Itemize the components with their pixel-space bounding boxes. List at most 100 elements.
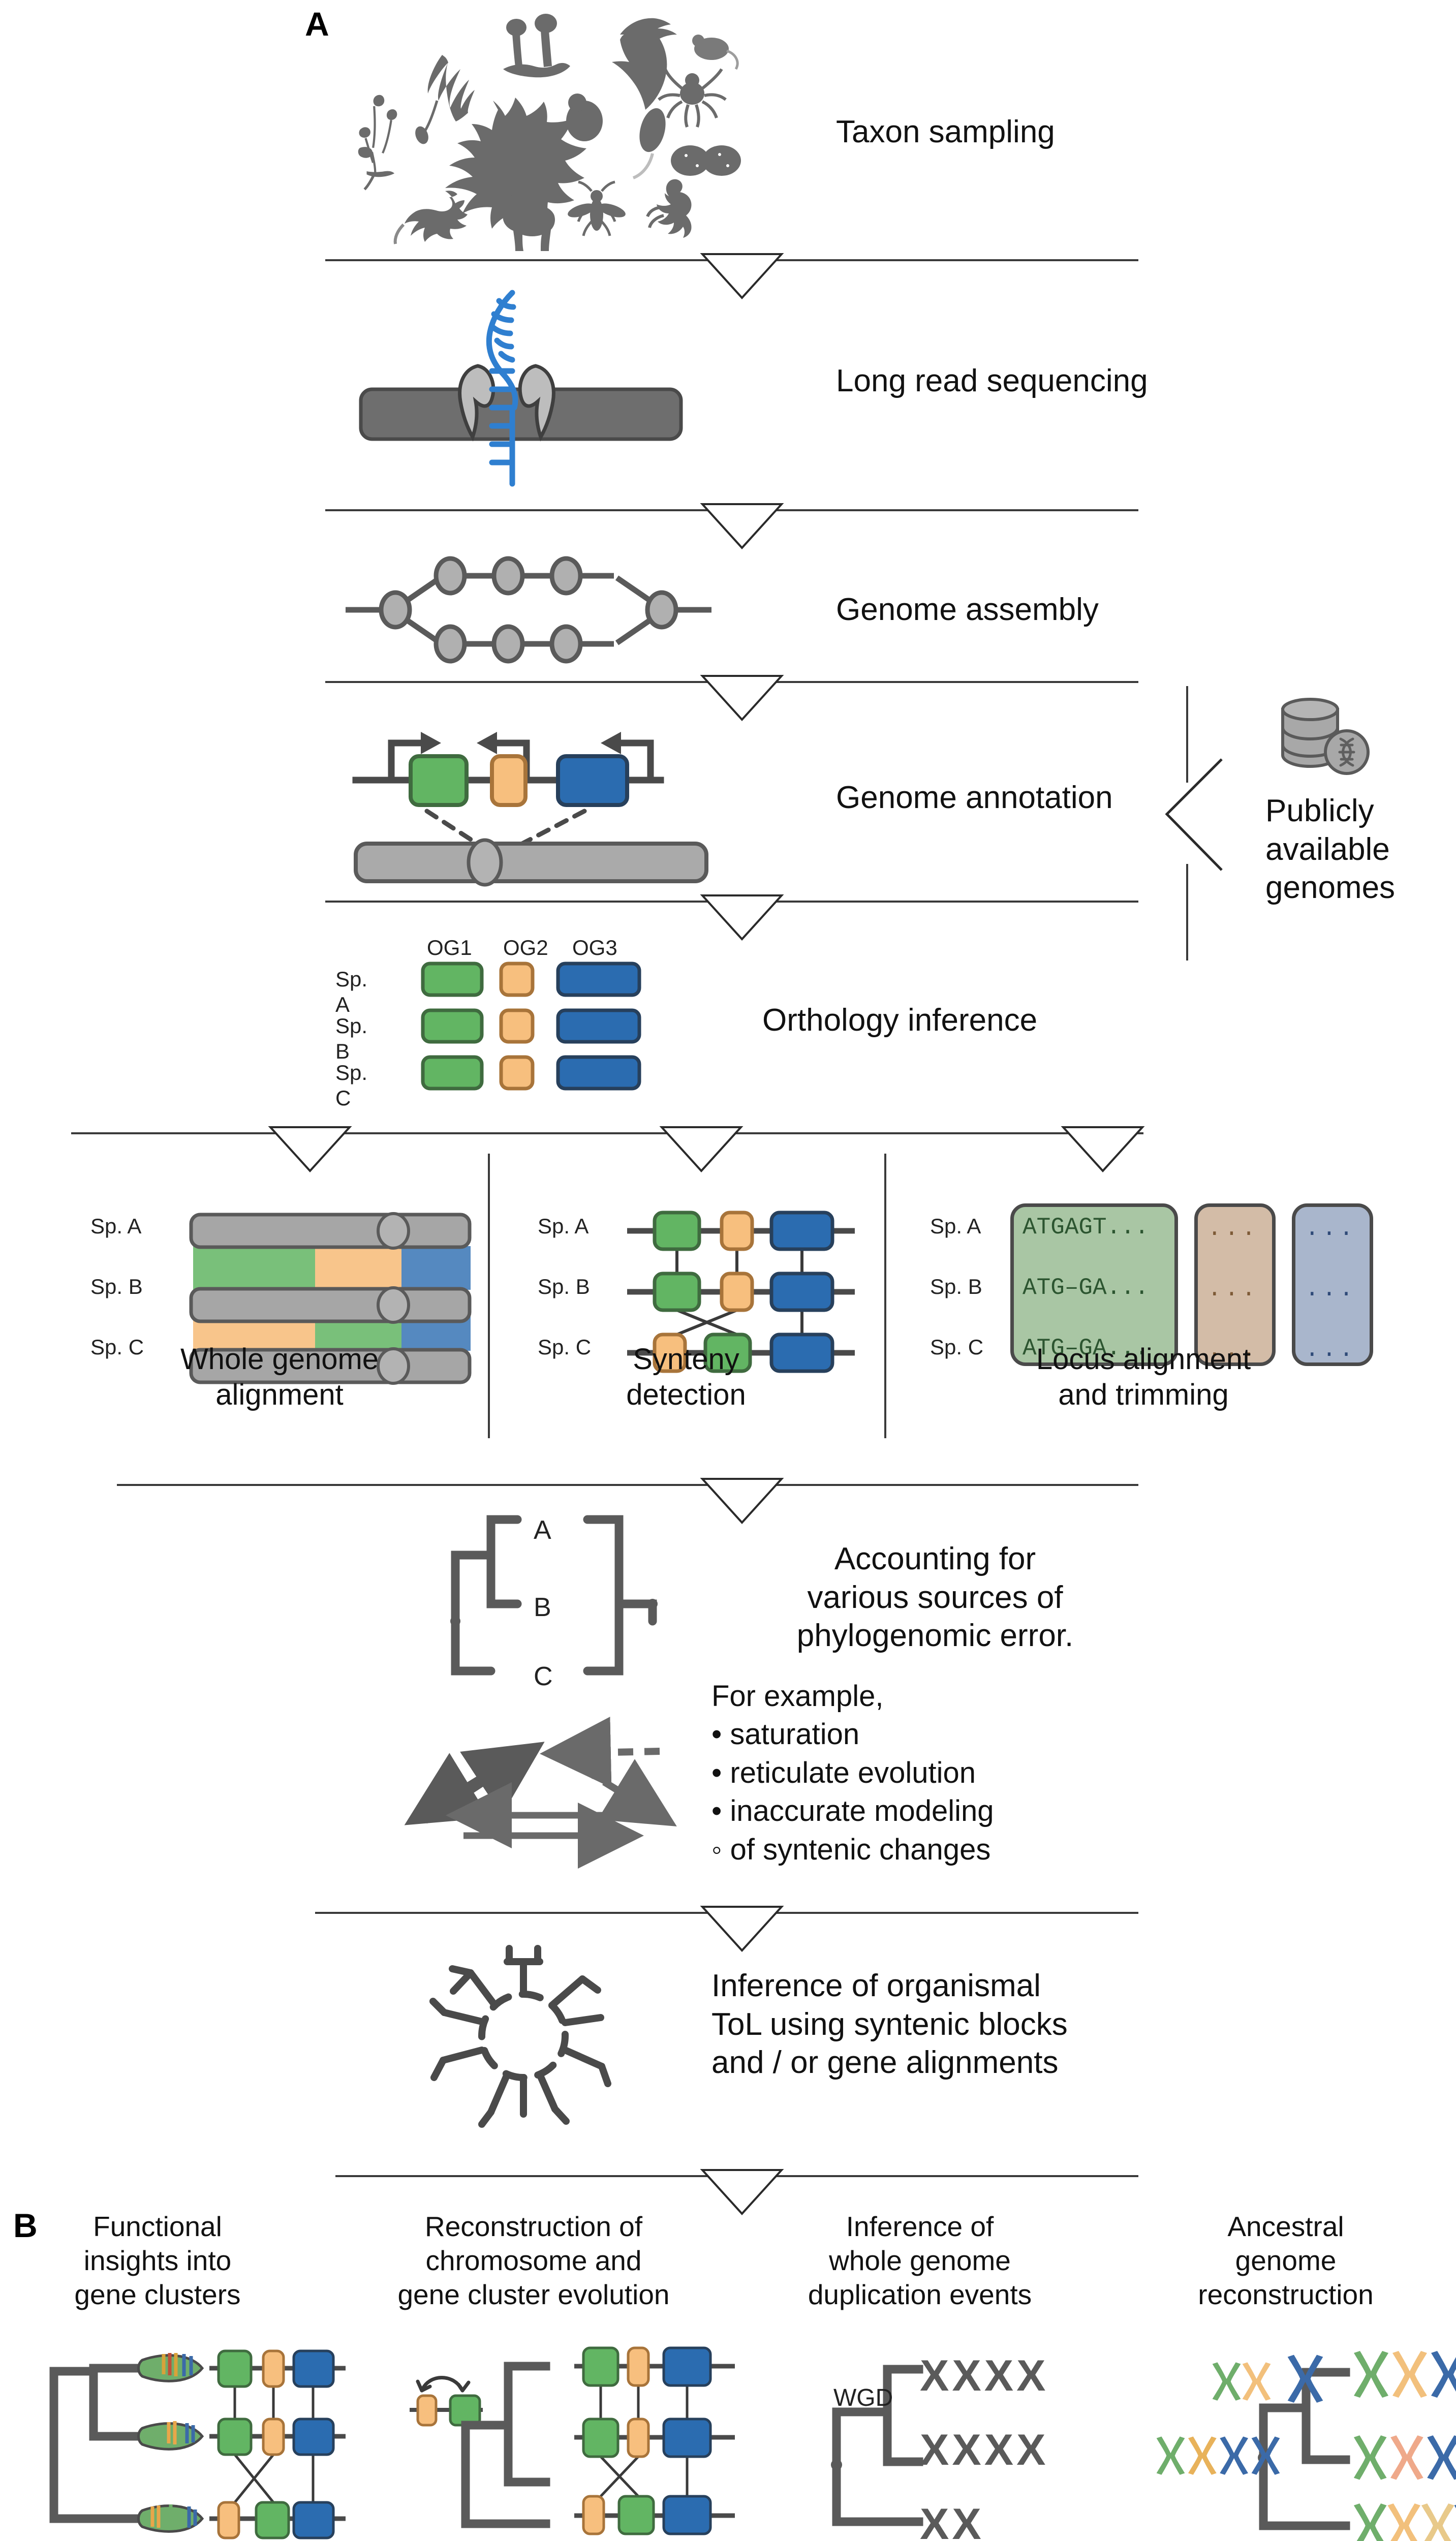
- panelb-3-line-2: whole genome: [829, 2245, 1011, 2277]
- column-separator-1: [488, 1154, 490, 1438]
- panelb-2-line-3: gene cluster evolution: [397, 2279, 670, 2311]
- panelb-4-line-2: genome: [1235, 2245, 1337, 2277]
- tol-line-2: ToL using syntenic blocks: [711, 2006, 1068, 2042]
- error-heading: Accounting for various sources of phylog…: [717, 1540, 1154, 1655]
- tol-line-1: Inference of organismal: [711, 1968, 1041, 2003]
- og-row-label-2: Sp. B: [335, 1014, 368, 1064]
- wgd-annotation-label: WGD: [833, 2384, 893, 2411]
- og-column-header-2: OG2: [503, 936, 548, 959]
- flow-chevron-4: [700, 892, 784, 941]
- taxon-sampling-illustration: [335, 10, 741, 251]
- flow-chevron-5b: [659, 1124, 744, 1173]
- locus-dots-tan-1: ...: [1207, 1216, 1259, 1242]
- error-examples-list: For example, • saturation • reticulate e…: [711, 1677, 994, 1869]
- error-heading-line-1: Accounting for: [834, 1541, 1036, 1576]
- error-bullet-4: ◦ of syntenic changes: [711, 1833, 991, 1866]
- flow-chevron-5a: [268, 1124, 352, 1173]
- tree-tip-label-c: C: [534, 1662, 553, 1691]
- error-bullet-1: • saturation: [711, 1718, 860, 1751]
- step-label-genome-annotation: Genome annotation: [836, 780, 1113, 815]
- wga-row-label-3: Sp. C: [90, 1335, 144, 1359]
- synteny-caption-line-2: detection: [626, 1378, 746, 1411]
- og-row-label-1: Sp. A: [335, 967, 368, 1017]
- locus-dots-blue-2: ...: [1305, 1276, 1356, 1303]
- public-genomes-arrow-icon: [1164, 756, 1225, 873]
- synteny-caption: Synteny detection: [513, 1342, 859, 1412]
- locus-row-label-2: Sp. B: [930, 1275, 982, 1298]
- synteny-row-label-1: Sp. A: [538, 1214, 589, 1238]
- flow-chevron-6: [700, 1476, 784, 1525]
- locus-sequence-1: ATGAGT...: [1023, 1214, 1149, 1241]
- flow-divider-5: [71, 1132, 1143, 1134]
- panelb-1-line-2: insights into: [83, 2245, 232, 2277]
- locus-caption: Locus alignment and trimming: [910, 1342, 1377, 1412]
- step-label-taxon-sampling: Taxon sampling: [836, 114, 1055, 149]
- panelb-4-line-1: Ancestral: [1227, 2211, 1344, 2242]
- locus-sequence-3: ATG–GA...: [1023, 1335, 1149, 1361]
- error-examples-intro: For example,: [711, 1680, 884, 1713]
- long-read-sequencing-illustration: [351, 290, 706, 488]
- panelb-2-line-1: Reconstruction of: [425, 2211, 642, 2242]
- panelb-caption-functional-insights: Functional insights into gene clusters: [20, 2210, 295, 2312]
- panel-b-letter: B: [13, 2207, 38, 2244]
- public-genomes-line-2: available: [1265, 831, 1390, 867]
- wga-caption-line-2: alignment: [215, 1378, 344, 1411]
- column-separator-2: [884, 1154, 886, 1438]
- locus-dots-tan-2: ...: [1207, 1276, 1259, 1303]
- synteny-row-label-2: Sp. B: [538, 1275, 590, 1298]
- panelb-4-line-3: reconstruction: [1198, 2279, 1374, 2311]
- synteny-row-label-3: Sp. C: [538, 1335, 592, 1359]
- flow-divider-6: [117, 1484, 1138, 1486]
- flow-chevron-1: [700, 251, 784, 300]
- reticulate-evolution-arrows: [404, 1677, 691, 1869]
- functional-insights-illustration: [49, 2343, 376, 2541]
- locus-dots-tan-3: ...: [1207, 1337, 1259, 1363]
- tol-line-3: and / or gene alignments: [711, 2045, 1059, 2081]
- panelb-caption-ancestral-genome: Ancestral genome reconstruction: [1138, 2210, 1433, 2312]
- synteny-caption-line-1: Synteny: [633, 1343, 739, 1376]
- panelb-1-line-3: gene clusters: [74, 2279, 241, 2311]
- og-column-header-1: OG1: [427, 936, 472, 959]
- error-bullet-3: • inaccurate modeling: [711, 1794, 994, 1828]
- database-dna-icon: [1276, 696, 1372, 785]
- flow-chevron-5c: [1061, 1124, 1145, 1173]
- circular-tree-illustration: [422, 1941, 625, 2129]
- genome-annotation-illustration: [346, 717, 722, 887]
- wgd-chromosomes-row-1: XXXX: [920, 2351, 1049, 2400]
- error-heading-line-2: various sources of: [807, 1579, 1063, 1615]
- flow-chevron-8: [700, 2167, 784, 2216]
- public-genomes-bracket-bottom: [1186, 864, 1188, 960]
- locus-sequence-2: ATG–GA...: [1023, 1275, 1149, 1301]
- wgd-illustration: [828, 2348, 1042, 2541]
- wgd-chromosomes-row-2: XXXX: [920, 2426, 1049, 2474]
- panelb-caption-chromosome-evolution: Reconstruction of chromosome and gene cl…: [356, 2210, 711, 2312]
- synteny-detection-illustration: [624, 1199, 858, 1382]
- og-row-label-3: Sp. C: [335, 1061, 368, 1110]
- phylogenetic-tree-illustration: [447, 1504, 661, 1697]
- wga-row-label-1: Sp. A: [90, 1214, 142, 1238]
- locus-row-label-1: Sp. A: [930, 1214, 981, 1238]
- flow-chevron-3: [700, 673, 784, 722]
- public-genomes-line-1: Publicly: [1265, 793, 1374, 828]
- locus-alignment-block-green: [1010, 1203, 1178, 1366]
- public-genomes-line-3: genomes: [1265, 870, 1396, 906]
- panel-a-letter: A: [305, 5, 329, 43]
- locus-alignment-block-blue: [1292, 1203, 1373, 1366]
- flow-chevron-2: [700, 501, 784, 550]
- wgd-chromosomes-row-3: XX: [920, 2500, 984, 2541]
- step-label-long-read-sequencing: Long read sequencing: [836, 363, 1148, 398]
- panelb-caption-wgd: Inference of whole genome duplication ev…: [762, 2210, 1077, 2312]
- locus-alignment-block-tan: [1194, 1203, 1276, 1366]
- locus-caption-line-2: and trimming: [1058, 1378, 1229, 1411]
- step-label-orthology-inference: Orthology inference: [762, 1003, 1038, 1038]
- public-genomes-bracket-top: [1186, 686, 1188, 783]
- wga-caption-line-1: Whole genome: [180, 1343, 379, 1376]
- genome-assembly-illustration: [340, 546, 717, 673]
- locus-dots-blue-3: ...: [1305, 1337, 1356, 1363]
- tol-description: Inference of organismal ToL using synten…: [711, 1967, 1068, 2082]
- locus-caption-line-1: Locus alignment: [1036, 1343, 1251, 1376]
- wga-row-label-2: Sp. B: [90, 1275, 143, 1298]
- panelb-2-line-2: chromosome and: [425, 2245, 642, 2277]
- ancestral-genome-illustration: [1156, 2343, 1456, 2541]
- tree-tip-label-b: B: [534, 1593, 551, 1622]
